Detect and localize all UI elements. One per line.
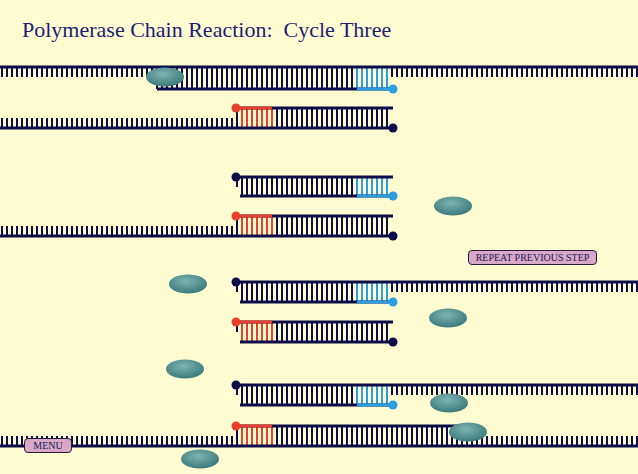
polymerase-oval <box>169 275 207 294</box>
polymerase-oval <box>429 309 467 328</box>
nav-button: MENU <box>24 438 72 453</box>
polymerase-oval <box>181 450 219 469</box>
polymerase-oval <box>146 68 184 87</box>
polymerase-enzymes <box>146 68 487 469</box>
polymerase-oval <box>449 423 487 442</box>
dna-duplex <box>232 278 638 307</box>
polymerase-oval <box>166 360 204 379</box>
nav-button: REPEAT PREVIOUS STEP <box>468 250 597 265</box>
dna-duplex <box>0 422 638 447</box>
dna-duplex <box>0 67 638 94</box>
dna-duplex <box>232 318 398 347</box>
dna-duplex <box>0 104 398 133</box>
page-title: Polymerase Chain Reaction: Cycle Three <box>22 17 391 43</box>
polymerase-oval <box>434 197 472 216</box>
button-label: REPEAT PREVIOUS STEP <box>476 253 590 263</box>
dna-strands <box>0 67 638 446</box>
dna-duplex <box>0 212 398 241</box>
dna-duplex <box>232 173 398 201</box>
polymerase-oval <box>430 394 468 413</box>
button-label: MENU <box>33 441 62 451</box>
